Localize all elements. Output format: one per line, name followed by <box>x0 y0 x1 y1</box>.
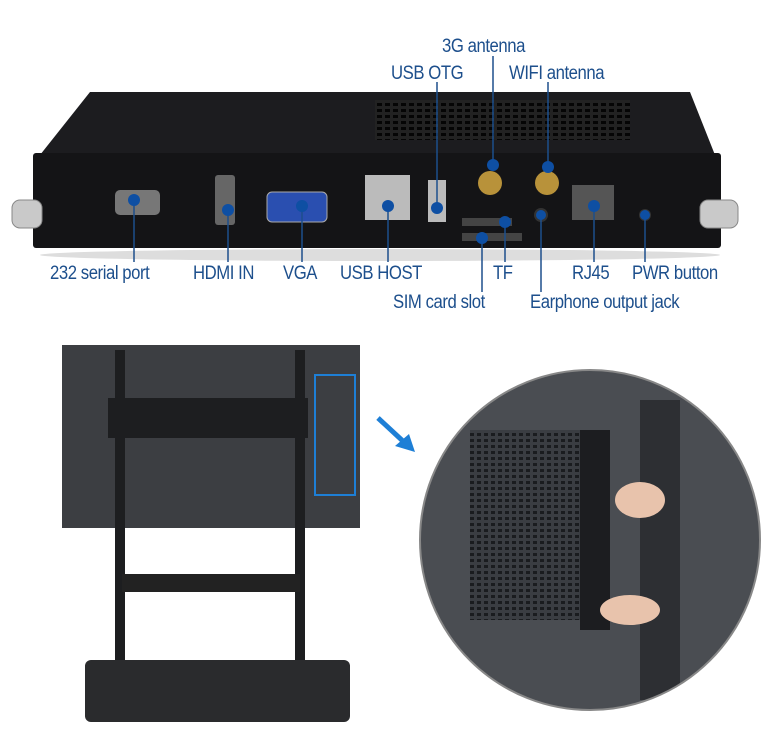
stand-post-right <box>295 350 305 720</box>
label-232-serial-port: 232 serial port <box>50 263 150 284</box>
tf-slot <box>462 218 512 226</box>
thumbscrew-right[interactable] <box>699 199 739 229</box>
stand-base <box>85 660 350 722</box>
stand-shelf <box>122 574 300 592</box>
ops-slot-highlight <box>314 374 356 496</box>
hdmi-port <box>215 175 235 225</box>
arrow-head-icon <box>395 434 415 452</box>
label-vga: VGA <box>283 263 317 284</box>
label-hdmi-in: HDMI IN <box>193 263 255 284</box>
leader-lines <box>133 56 646 292</box>
zoom-detail-circle <box>420 370 760 710</box>
wall-mount-bracket <box>108 398 308 438</box>
label-sim-card-slot: SIM card slot <box>393 292 485 313</box>
label-earphone-output-jack: Earphone output jack <box>530 292 680 313</box>
label-pwr-button: PWR button <box>632 263 718 284</box>
thumbscrew-left[interactable] <box>11 199 43 229</box>
stand-post-left <box>115 350 125 720</box>
callout-dots <box>128 159 650 244</box>
arrow-icon <box>376 416 407 445</box>
label-usb-otg: USB OTG <box>391 63 464 84</box>
label-3g-antenna: 3G antenna <box>442 36 525 57</box>
label-usb-host: USB HOST <box>340 263 422 284</box>
antenna-3g-connector <box>478 171 502 195</box>
shadow <box>40 249 720 261</box>
vent-grille <box>375 100 630 140</box>
label-rj45: RJ45 <box>572 263 610 284</box>
antenna-wifi-connector <box>535 171 559 195</box>
label-wifi-antenna: WIFI antenna <box>509 63 605 84</box>
label-tf: TF <box>493 263 513 284</box>
sim-slot <box>462 233 522 241</box>
